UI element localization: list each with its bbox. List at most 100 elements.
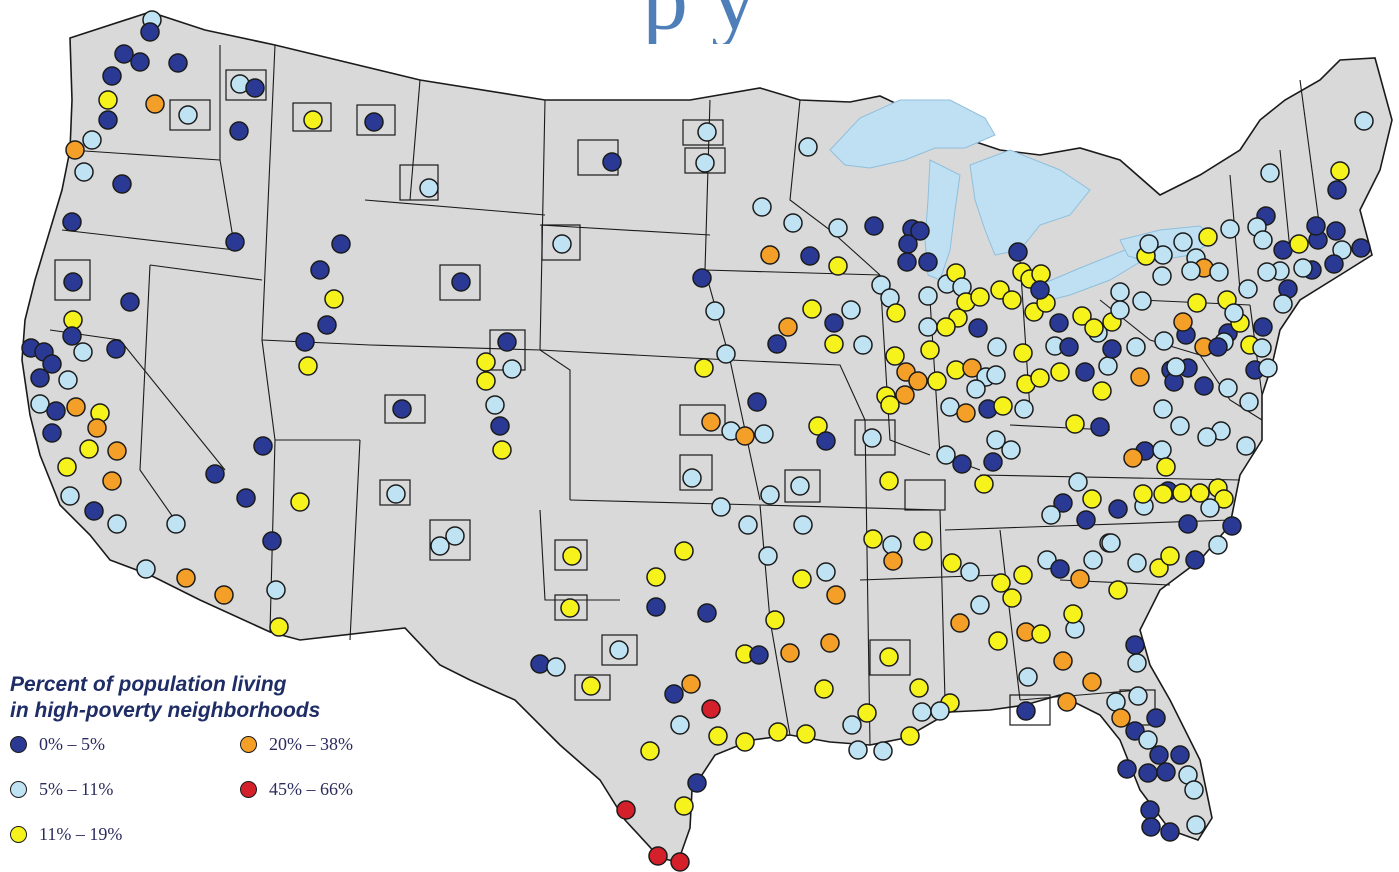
metro-point-20-38 — [1173, 312, 1193, 332]
metro-point-5-11 — [1173, 232, 1193, 252]
legend-title-line1: Percent of population living — [10, 673, 287, 696]
metro-point-0-5 — [102, 66, 122, 86]
metro-point-5-11 — [1186, 815, 1206, 835]
metro-point-5-11 — [873, 741, 893, 761]
metro-point-11-19 — [1198, 227, 1218, 247]
metro-point-0-5 — [1075, 362, 1095, 382]
legend: Percent of population living in high-pov… — [10, 672, 430, 862]
metro-point-5-11 — [760, 485, 780, 505]
metro-point-11-19 — [1214, 489, 1234, 509]
legend-items: 0% – 5% 5% – 11% 11% – 19% 20% – 38% 45%… — [10, 730, 430, 860]
metro-point-11-19 — [946, 360, 966, 380]
metro-point-5-11 — [30, 394, 50, 414]
metro-point-11-19 — [857, 703, 877, 723]
legend-swatch-11-19 — [10, 825, 27, 843]
metro-point-5-11 — [419, 178, 439, 198]
legend-swatch-20-38 — [240, 735, 257, 753]
metro-point-11-19 — [863, 529, 883, 549]
metro-point-20-38 — [145, 94, 165, 114]
metro-point-5-11 — [841, 300, 861, 320]
metro-point-11-19 — [63, 310, 83, 330]
metro-point-11-19 — [879, 471, 899, 491]
legend-title-line2: in high-poverty neighborhoods — [10, 699, 321, 722]
metro-point-5-11 — [1106, 692, 1126, 712]
metro-point-5-11 — [1153, 399, 1173, 419]
metro-point-5-11 — [1068, 472, 1088, 492]
metro-point-20-38 — [826, 585, 846, 605]
metro-point-5-11 — [936, 445, 956, 465]
metro-point-0-5 — [697, 603, 717, 623]
metro-point-5-11 — [1014, 399, 1034, 419]
metro-point-5-11 — [1166, 357, 1186, 377]
metro-point-0-5 — [1253, 317, 1273, 337]
metro-point-20-38 — [214, 585, 234, 605]
metro-point-5-11 — [60, 486, 80, 506]
metro-point-11-19 — [974, 474, 994, 494]
metro-point-11-19 — [927, 371, 947, 391]
metro-point-11-19 — [581, 676, 601, 696]
metro-point-0-5 — [168, 53, 188, 73]
metro-point-5-11 — [695, 153, 715, 173]
metro-point-5-11 — [386, 484, 406, 504]
legend-item-5-11: 5% – 11% — [10, 775, 113, 803]
metro-point-5-11 — [960, 562, 980, 582]
metro-point-11-19 — [824, 334, 844, 354]
metro-point-0-5 — [84, 501, 104, 521]
metro-point-5-11 — [930, 701, 950, 721]
metro-point-5-11 — [828, 218, 848, 238]
metro-point-5-11 — [552, 234, 572, 254]
metro-point-0-5 — [451, 272, 471, 292]
metro-point-0-5 — [1117, 759, 1137, 779]
metro-point-5-11 — [546, 657, 566, 677]
metro-point-5-11 — [82, 130, 102, 150]
metro-point-0-5 — [816, 431, 836, 451]
metro-point-0-5 — [824, 313, 844, 333]
metro-point-0-5 — [114, 44, 134, 64]
metro-point-0-5 — [1125, 635, 1145, 655]
metro-point-0-5 — [897, 252, 917, 272]
legend-swatch-5-11 — [10, 780, 27, 798]
metro-point-11-19 — [1013, 343, 1033, 363]
metro-point-11-19 — [79, 439, 99, 459]
page-title-fragment: p y — [0, 0, 1399, 44]
metro-point-5-11 — [738, 515, 758, 535]
legend-swatch-0-5 — [10, 735, 27, 753]
metro-point-11-19 — [802, 299, 822, 319]
legend-label-20-38: 20% – 38% — [269, 733, 353, 754]
metro-point-5-11 — [798, 137, 818, 157]
metro-point-5-11 — [609, 640, 629, 660]
metro-point-0-5 — [225, 232, 245, 252]
metro-point-5-11 — [502, 359, 522, 379]
legend-item-11-19: 11% – 19% — [10, 820, 122, 848]
metro-point-11-19 — [492, 440, 512, 460]
metro-point-0-5 — [1149, 745, 1169, 765]
us-outline — [21, 11, 1393, 863]
metro-point-0-5 — [62, 326, 82, 346]
metro-point-5-11 — [882, 535, 902, 555]
metro-point-11-19 — [828, 256, 848, 276]
metro-point-0-5 — [1208, 337, 1228, 357]
metro-point-11-19 — [560, 598, 580, 618]
metro-point-5-11 — [266, 580, 286, 600]
metro-point-5-11 — [1257, 262, 1277, 282]
metro-point-0-5 — [262, 531, 282, 551]
great-lakes — [829, 99, 1216, 301]
metro-point-20-38 — [1130, 367, 1150, 387]
metro-point-20-38 — [1053, 651, 1073, 671]
metro-point-11-19 — [735, 732, 755, 752]
metro-point-5-11 — [853, 335, 873, 355]
metro-point-5-11 — [754, 424, 774, 444]
metro-point-5-11 — [1253, 230, 1273, 250]
metro-point-5-11 — [1208, 535, 1228, 555]
metro-point-0-5 — [112, 174, 132, 194]
metro-point-5-11 — [783, 213, 803, 233]
metro-point-0-5 — [1030, 280, 1050, 300]
metro-point-11-19 — [269, 617, 289, 637]
metro-point-11-19 — [765, 610, 785, 630]
metro-point-5-11 — [1184, 780, 1204, 800]
metro-point-20-38 — [102, 471, 122, 491]
metro-point-11-19 — [1190, 483, 1210, 503]
metro-point-5-11 — [1224, 303, 1244, 323]
metro-point-0-5 — [1194, 376, 1214, 396]
